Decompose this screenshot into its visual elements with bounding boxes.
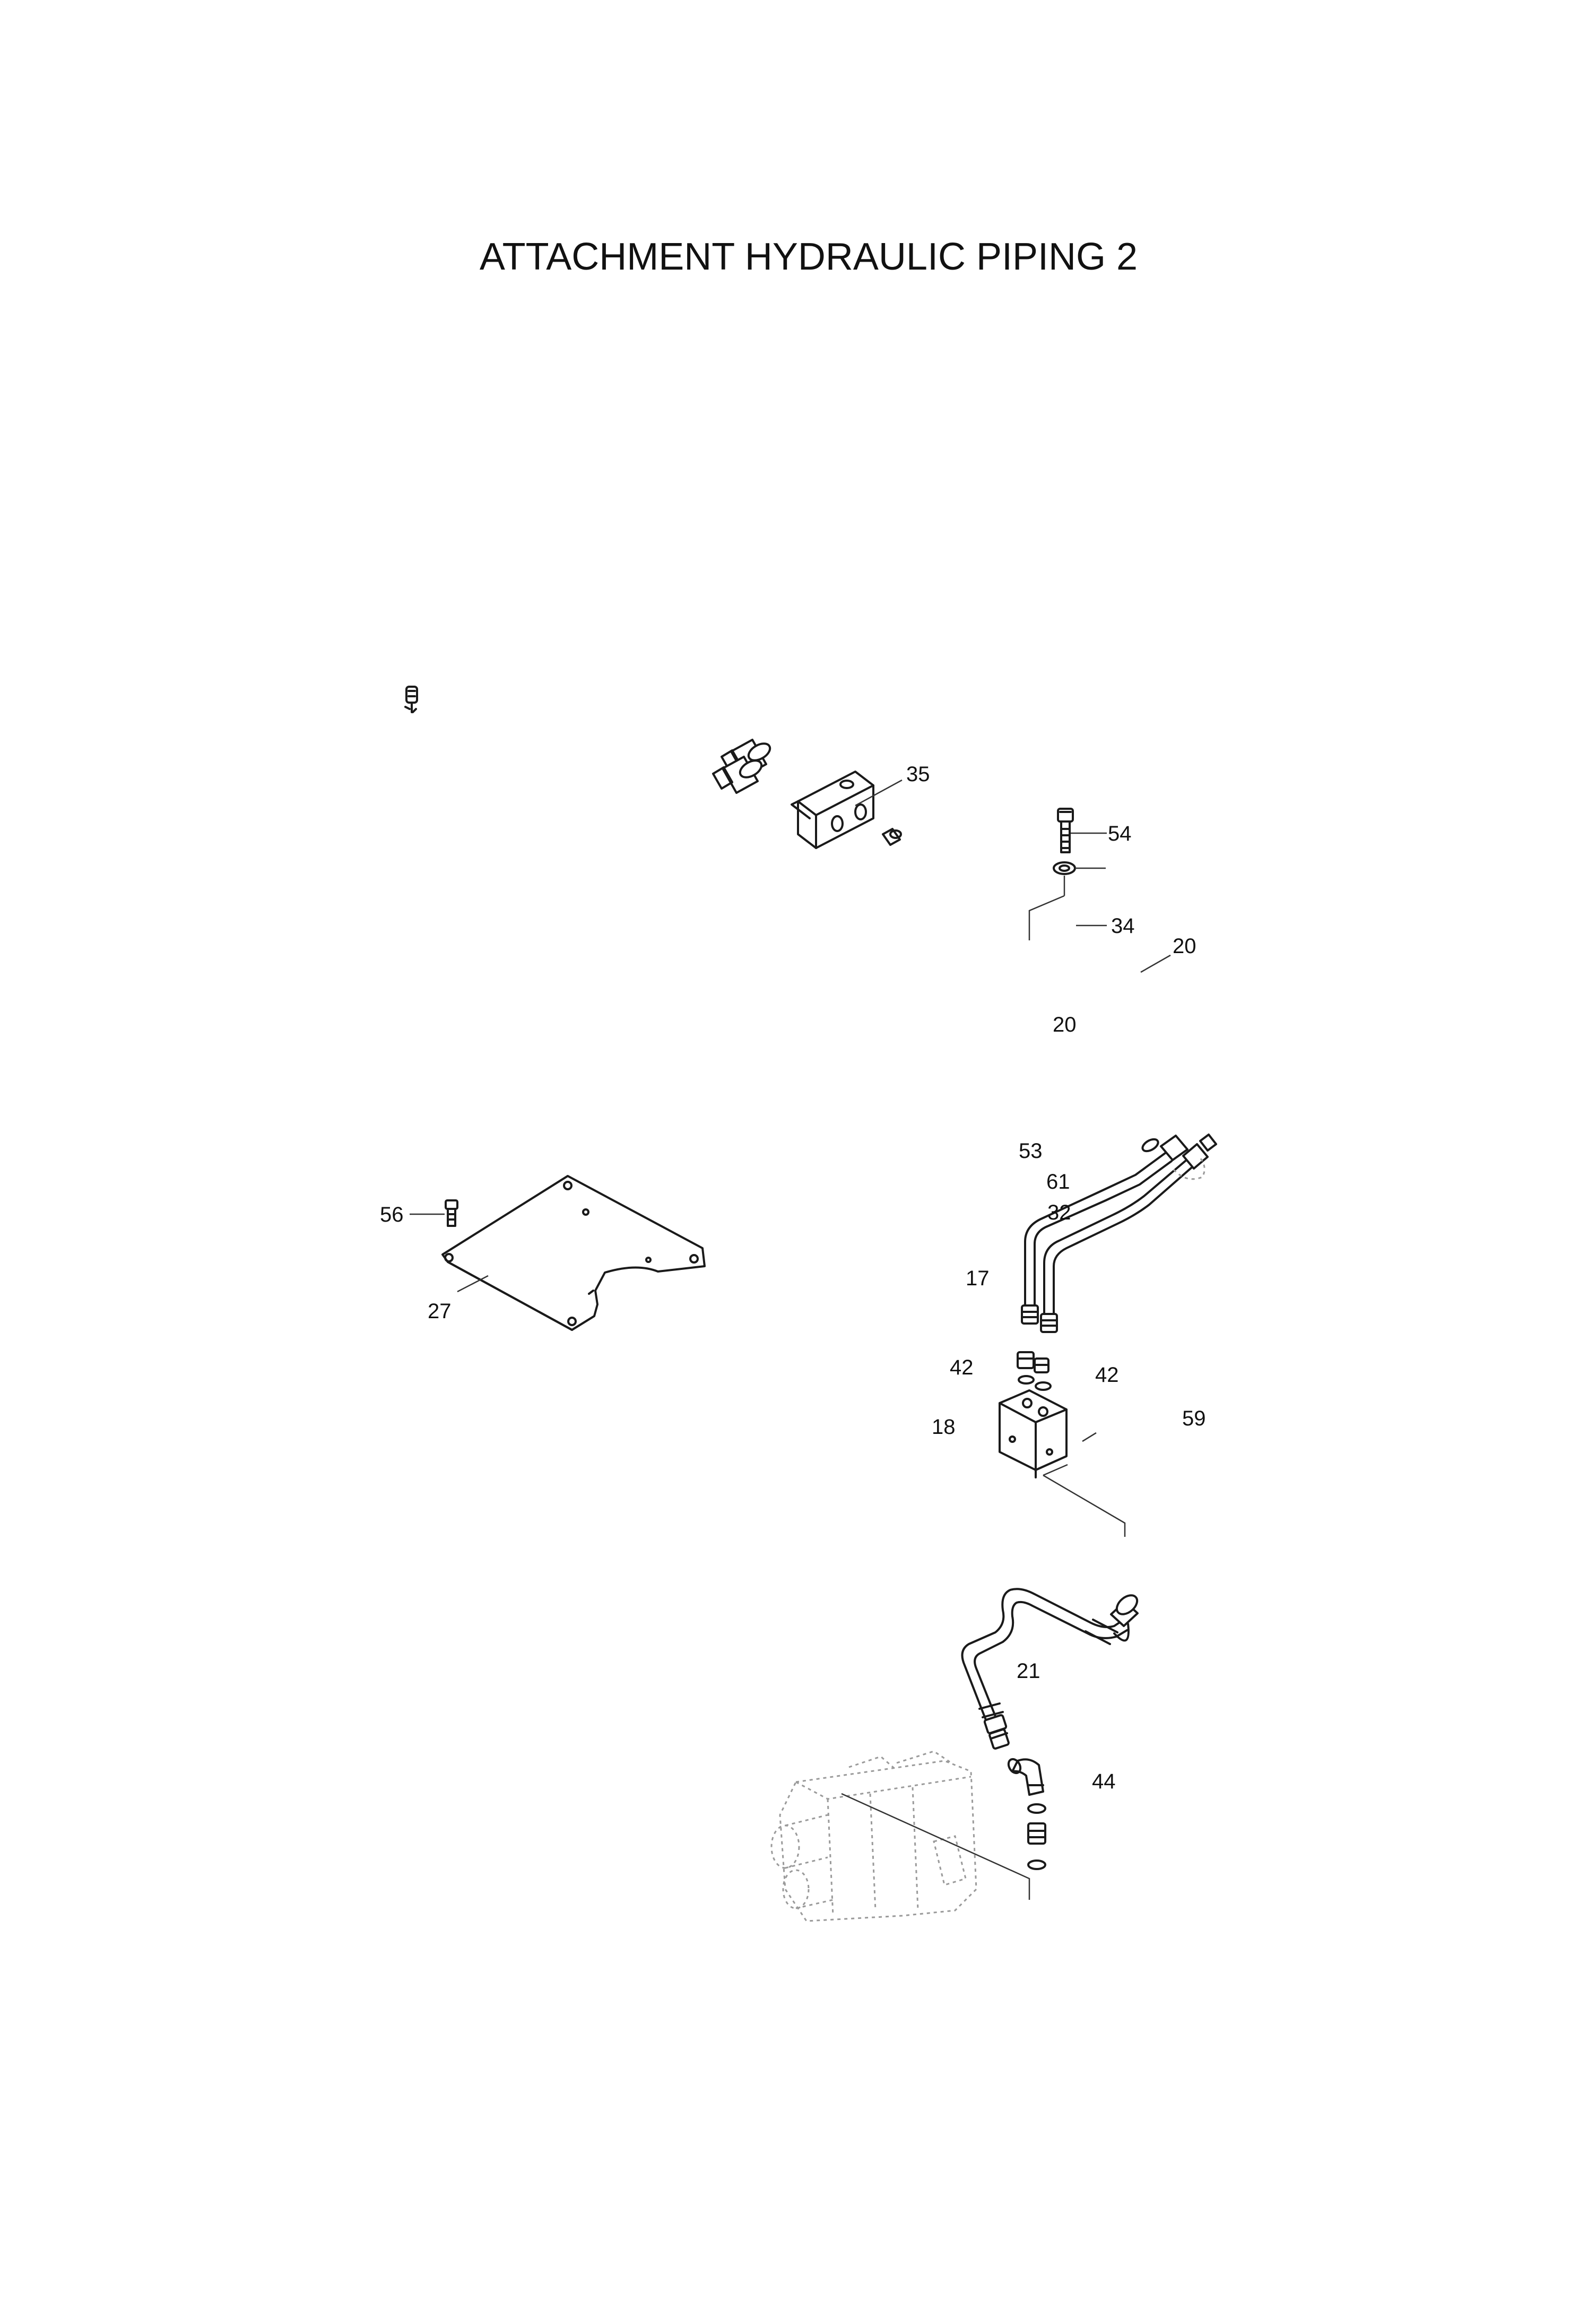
callout-34: 34 [1111, 914, 1135, 938]
cover-bolt [445, 1199, 458, 1227]
leader-59 [1082, 1432, 1097, 1442]
plug-fitting [882, 828, 902, 846]
callout-59: 59 [1182, 1407, 1206, 1430]
main-control-valve-ghost [770, 1750, 977, 1922]
leader-block-down [1043, 1464, 1126, 1537]
bolt [1057, 808, 1074, 853]
leader-20a [1140, 954, 1171, 973]
callout-54: 54 [1108, 822, 1132, 845]
callout-56: 56 [380, 1203, 404, 1226]
elbow-o-rings [1027, 1803, 1046, 1870]
callout-44: 44 [1092, 1770, 1116, 1793]
callout-53: 53 [1019, 1139, 1043, 1163]
callout-42a: 42 [950, 1356, 974, 1379]
bracket-assembly [712, 739, 902, 849]
small-fitting-top-left [404, 686, 418, 713]
diagram-title: ATTACHMENT HYDRAULIC PIPING 2 [480, 236, 1138, 278]
callout-61: 61 [1046, 1170, 1070, 1193]
leader-valve [841, 1793, 1030, 1900]
callout-32: 32 [1047, 1201, 1071, 1224]
hose-assembly [961, 1588, 1139, 1750]
elbow-fitting [1007, 1758, 1044, 1796]
washer [1053, 861, 1076, 875]
connector-fittings [1017, 1351, 1052, 1391]
callout-20b: 20 [1053, 1013, 1077, 1036]
pipe-assembly-upper [1021, 1134, 1217, 1333]
leader-washer-down [1028, 876, 1065, 940]
callout-17: 17 [966, 1267, 990, 1290]
callout-21: 21 [1017, 1659, 1040, 1683]
leader-35 [855, 779, 903, 807]
adapter-fitting-lower [712, 756, 763, 794]
callout-42b: 42 [1095, 1363, 1119, 1387]
callout-18: 18 [932, 1415, 956, 1439]
leader-27 [457, 1275, 489, 1293]
callout-20a: 20 [1173, 935, 1196, 958]
callout-35: 35 [906, 763, 930, 786]
mounting-bracket [791, 771, 874, 849]
o-ring-53 [1141, 1138, 1159, 1153]
valve-block [999, 1389, 1068, 1478]
callout-27: 27 [428, 1300, 452, 1323]
cover-plate [441, 1175, 706, 1331]
